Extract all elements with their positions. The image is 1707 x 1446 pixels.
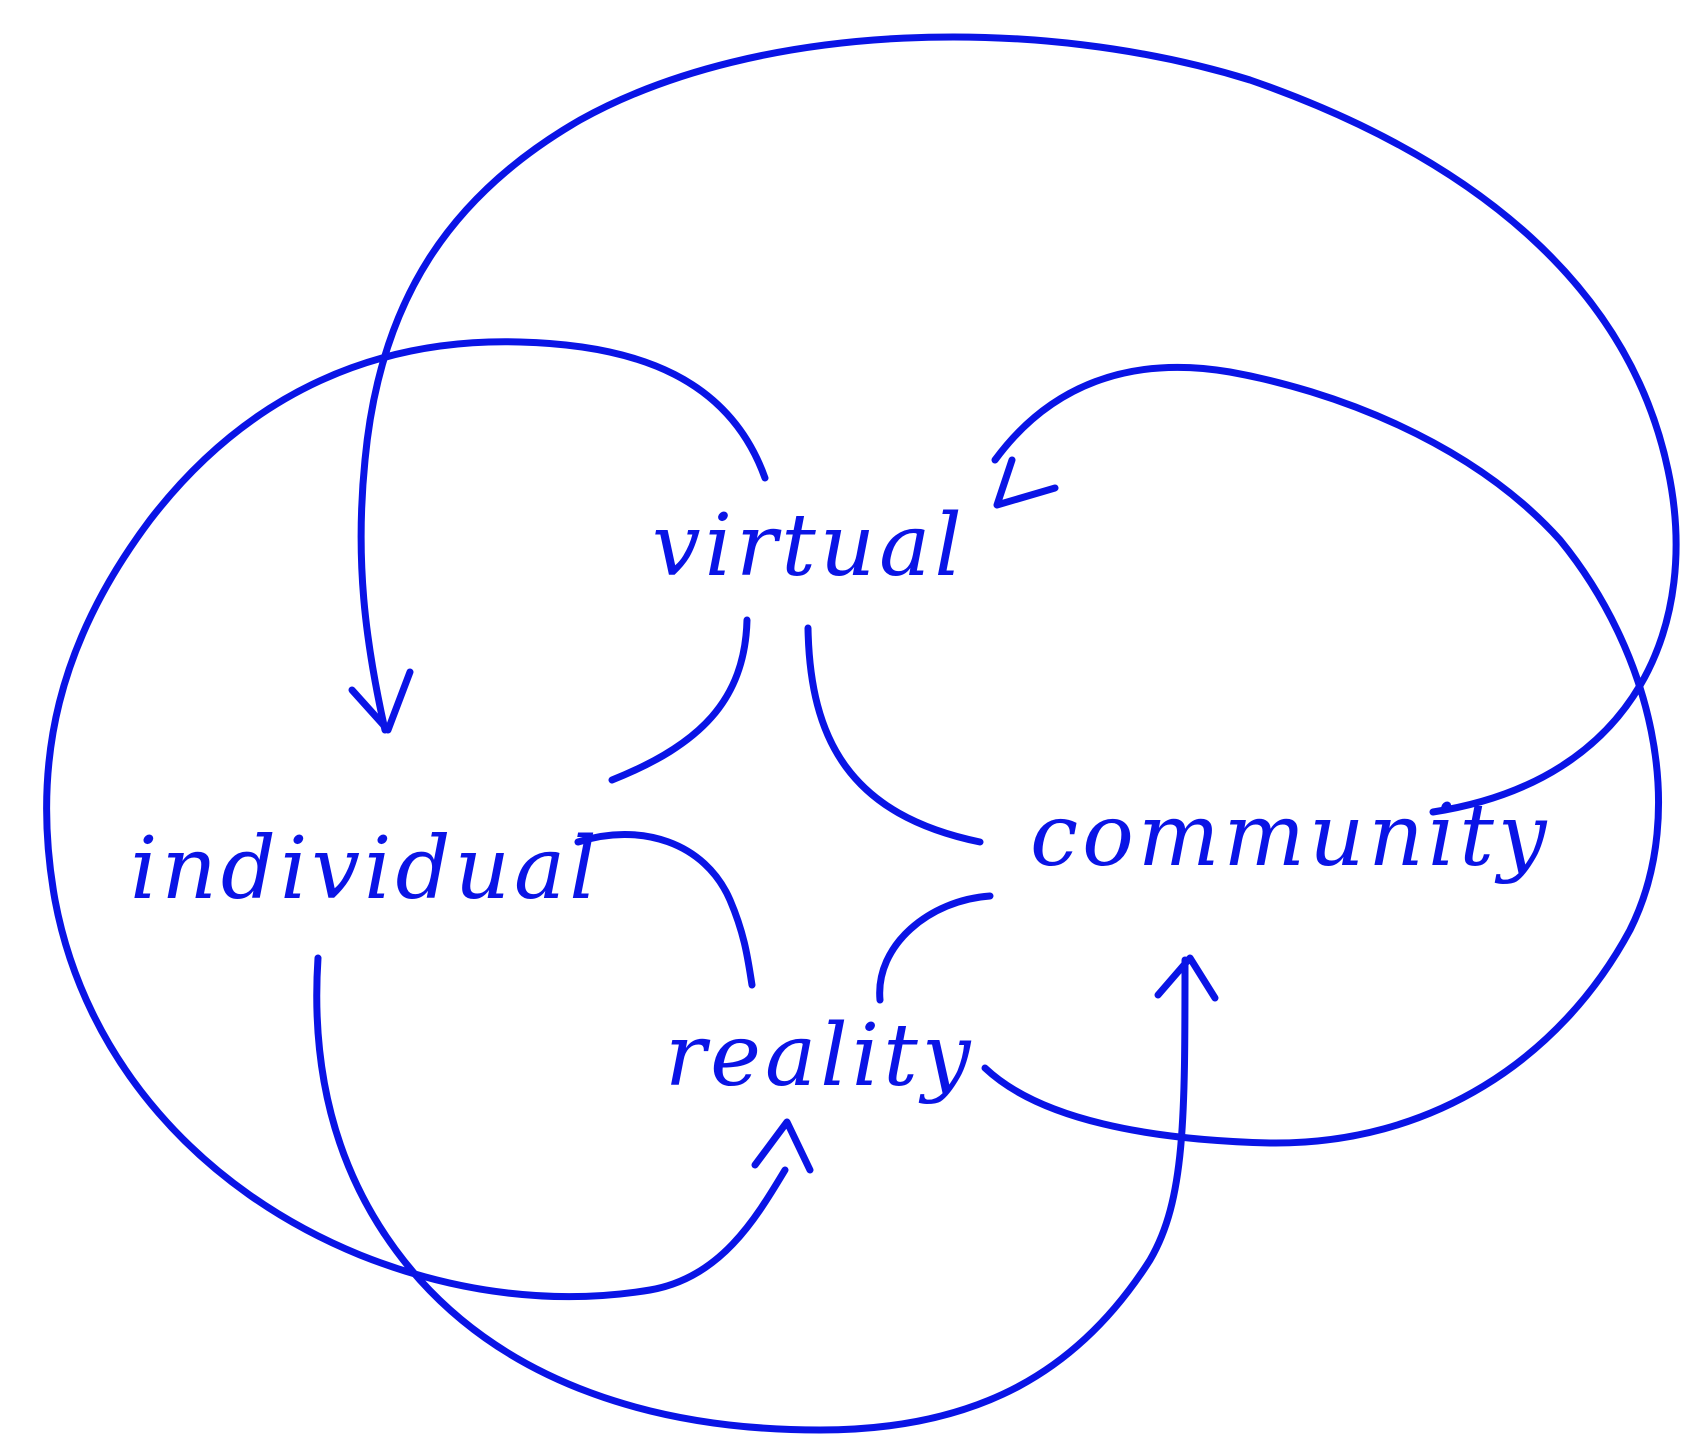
node-virtual: virtual (652, 496, 966, 596)
arrowhead-at-reality (751, 1118, 814, 1174)
arrowhead-at-virtual (993, 456, 1059, 509)
arrowhead-at-community (1154, 954, 1219, 1002)
connector-virtual-individual (608, 616, 751, 784)
node-reality: reality (665, 1006, 974, 1106)
loop-community-to-individual (357, 33, 1680, 816)
loop-individual-to-community (313, 954, 1189, 1434)
connector-virtual-community (804, 624, 984, 846)
arrowhead-at-individual (348, 668, 414, 734)
node-individual: individual (130, 819, 601, 919)
connector-community-reality (876, 892, 994, 1004)
connector-individual-reality (574, 830, 756, 989)
node-community: community (1030, 786, 1550, 886)
loop-reality-to-virtual (981, 363, 1663, 1147)
loop-virtual-to-reality (43, 338, 789, 1301)
